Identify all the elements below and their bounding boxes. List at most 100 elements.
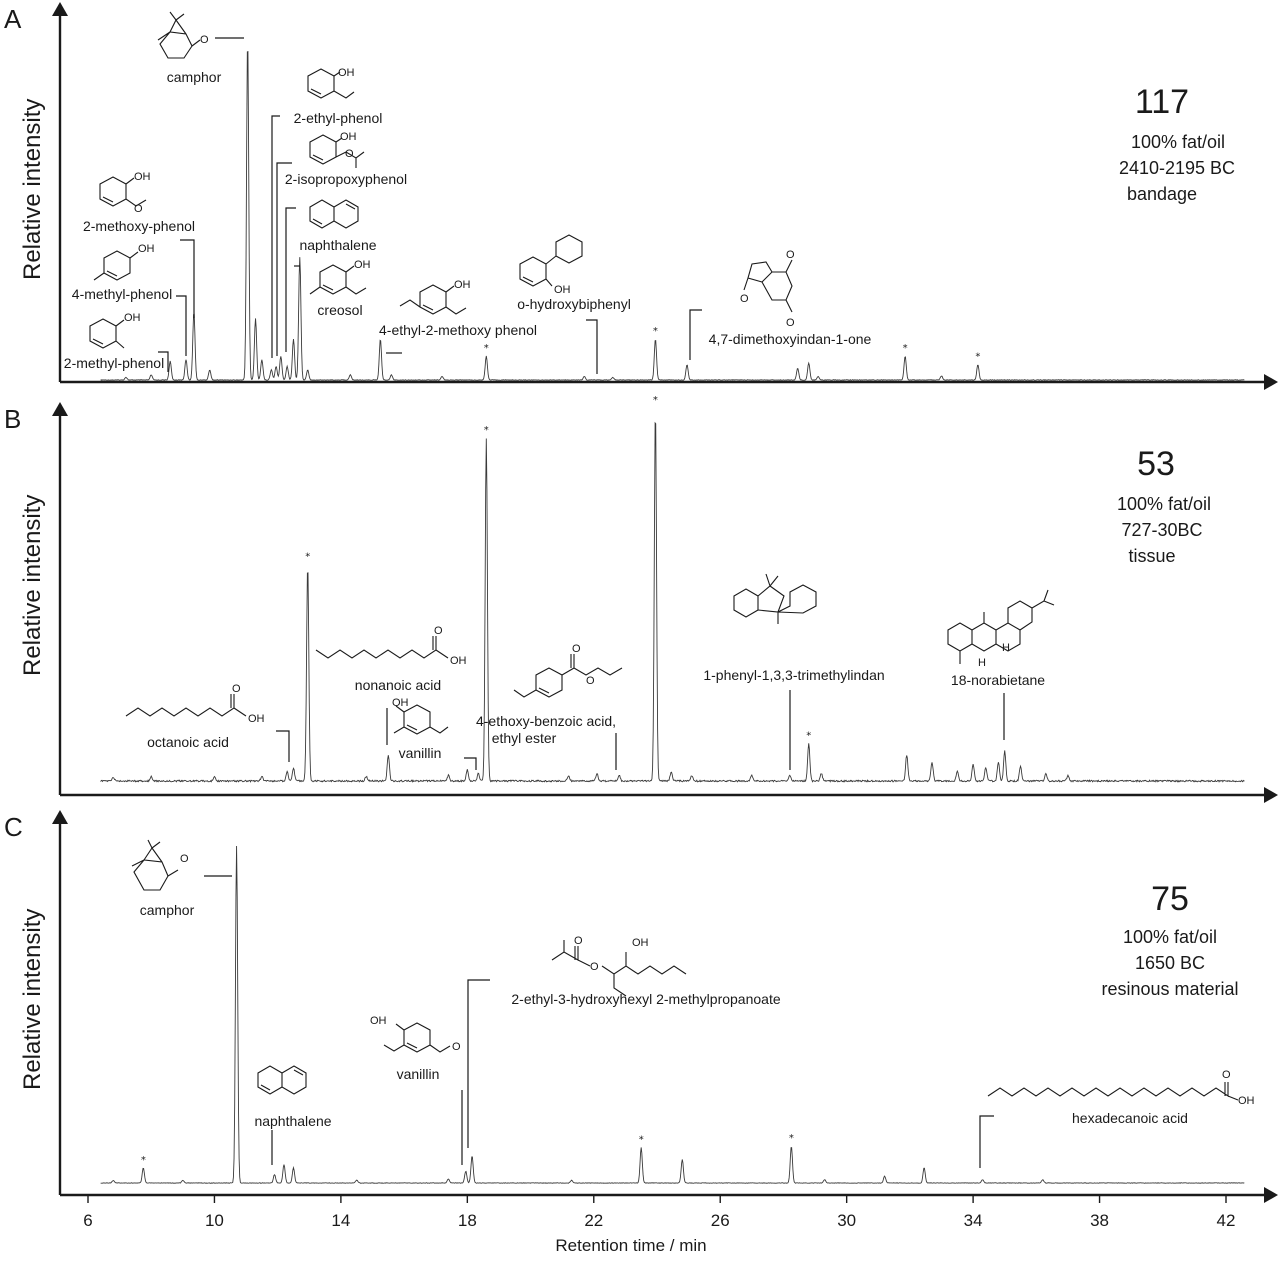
compound-label-ethyl-ester: ethyl ester <box>492 730 557 746</box>
y-axis-label-a: Relative intensity <box>19 99 46 280</box>
structure-o-hydroxybiphenyl: OH <box>519 234 583 296</box>
x-axis-arrow-c <box>1264 1187 1278 1203</box>
sample-info-c-3: resinous material <box>1101 979 1238 999</box>
panel-label-a: A <box>4 4 22 34</box>
star-markers-c: *** <box>141 1133 794 1166</box>
svg-text:O: O <box>786 249 795 261</box>
x-tick-label: 22 <box>584 1211 603 1230</box>
panel-a: A Relative intensity **** 117 100% fat/o… <box>4 2 1278 390</box>
structure-vanillin-b: OH <box>392 697 449 735</box>
structure-2-ethyl-phenol: OH <box>307 67 355 99</box>
compound-label-4-7-dimethoxyindan-1-one: 4,7-dimethoxyindan-1-one <box>709 331 872 347</box>
y-axis-label-b: Relative intensity <box>19 495 46 676</box>
panel-label-b: B <box>4 404 21 434</box>
structure-hexadecanoic-acid: O OH <box>987 1069 1255 1107</box>
structure-4-ethoxy-benzoic-acid-ethyl-ester: O O <box>513 643 623 698</box>
x-tick-label: 18 <box>458 1211 477 1230</box>
x-tick-label: 38 <box>1090 1211 1109 1230</box>
sample-id-b: 53 <box>1137 445 1175 483</box>
sample-info-b-2: 727-30BC <box>1121 520 1202 540</box>
svg-text:OH: OH <box>338 67 355 79</box>
compound-label-creosol: creosol <box>317 302 362 318</box>
leader-2-ethyl-3-hydroxyhexyl <box>467 979 490 1148</box>
leader-2-methoxy-phenol <box>180 239 195 318</box>
structure-2-isopropoxyphenol: OH O <box>309 131 365 168</box>
svg-text:OH: OH <box>138 243 155 255</box>
leader-octanoic-acid <box>276 730 290 762</box>
svg-text:OH: OH <box>354 259 371 271</box>
x-tick-label: 6 <box>83 1211 92 1230</box>
svg-text:OH: OH <box>370 1015 387 1027</box>
x-tick-label: 42 <box>1217 1211 1236 1230</box>
compound-label-nonanoic-acid: nonanoic acid <box>355 677 441 693</box>
svg-text:OH: OH <box>124 312 141 324</box>
panel-b: B Relative intensity **** 53 100% fat/oi… <box>4 395 1278 803</box>
structure-naphthalene-a <box>309 199 359 229</box>
structure-4-methyl-phenol: OH <box>93 243 155 281</box>
star-marker: * <box>141 1155 146 1166</box>
trace-b <box>100 421 1245 783</box>
compound-label-2-ethyl-3-hydroxyhexyl: 2-ethyl-3-hydroxyhexyl 2-methylpropanoat… <box>511 991 780 1007</box>
compound-label-hexadecanoic-acid: hexadecanoic acid <box>1072 1110 1188 1126</box>
svg-text:O: O <box>590 961 599 973</box>
compound-label-2-methyl-phenol: 2-methyl-phenol <box>64 355 164 371</box>
star-markers-b: **** <box>305 395 811 742</box>
compound-label-18-norabietane: 18-norabietane <box>951 672 1045 688</box>
svg-text:O: O <box>180 853 189 865</box>
structure-1-phenyl-trimethylindan <box>733 573 817 624</box>
structure-2-methoxy-phenol: OH O <box>99 171 151 215</box>
compound-label-naphthalene-a: naphthalene <box>299 237 376 253</box>
star-marker: * <box>653 395 658 406</box>
x-tick-label: 14 <box>331 1211 350 1230</box>
svg-text:O: O <box>134 203 143 215</box>
x-tick-label: 34 <box>964 1211 983 1230</box>
compound-label-naphthalene-c: naphthalene <box>254 1113 331 1129</box>
x-axis-arrow-b <box>1264 787 1278 803</box>
structure-creosol: OH <box>309 259 371 295</box>
leader-naphthalene-a <box>285 207 296 352</box>
star-marker: * <box>789 1133 794 1144</box>
sample-id-a: 117 <box>1135 83 1189 121</box>
star-marker: * <box>975 352 980 363</box>
compound-label-4-ethyl-2-methoxy-phenol: 4-ethyl-2-methoxy phenol <box>379 322 537 338</box>
compound-label-camphor-a: camphor <box>167 69 222 85</box>
star-marker: * <box>305 552 310 563</box>
compound-label-2-ethyl-phenol: 2-ethyl-phenol <box>294 110 383 126</box>
panel-label-c: C <box>4 812 23 842</box>
structure-18-norabietane: H H <box>947 589 1055 669</box>
sample-info-c-1: 100% fat/oil <box>1123 927 1217 947</box>
svg-text:O: O <box>786 317 795 329</box>
trace-a <box>100 51 1245 381</box>
svg-text:OH: OH <box>454 279 471 291</box>
star-marker: * <box>653 326 658 337</box>
sample-info-a-3: bandage <box>1127 184 1197 204</box>
svg-text:O: O <box>452 1041 461 1053</box>
svg-text:OH: OH <box>450 655 467 667</box>
leader-hexadecanoic-acid <box>979 1115 994 1168</box>
structure-octanoic-acid: O OH <box>125 683 265 725</box>
compound-label-4-ethoxy-benzoic-acid: 4-ethoxy-benzoic acid, <box>476 713 616 729</box>
svg-text:O: O <box>740 293 749 305</box>
star-marker: * <box>484 425 489 436</box>
compound-label-4-methyl-phenol: 4-methyl-phenol <box>72 286 172 302</box>
svg-text:OH: OH <box>340 131 357 143</box>
leader-vanillin-b <box>464 757 477 770</box>
leader-o-hydroxybiphenyl <box>586 319 598 374</box>
leader-4-7-dimethoxyindan-1-one <box>689 309 702 360</box>
svg-text:OH: OH <box>392 697 409 709</box>
svg-text:H: H <box>978 657 986 669</box>
structure-4-7-dimethoxyindan-1-one: O O O <box>740 249 795 329</box>
structure-2-methyl-phenol: OH <box>89 312 141 349</box>
leader-2-isopropoxyphenol <box>276 162 292 356</box>
y-axis-arrow-c <box>52 810 68 824</box>
leader-2-methyl-phenol <box>158 351 169 372</box>
compound-label-o-hydroxybiphenyl: o-hydroxybiphenyl <box>517 296 631 312</box>
x-tick-label: 10 <box>205 1211 224 1230</box>
svg-text:O: O <box>345 148 354 160</box>
y-axis-arrow-a <box>52 2 68 16</box>
trace-c <box>100 845 1245 1184</box>
svg-text:O: O <box>1222 1069 1231 1081</box>
compound-label-camphor-c: camphor <box>140 902 195 918</box>
